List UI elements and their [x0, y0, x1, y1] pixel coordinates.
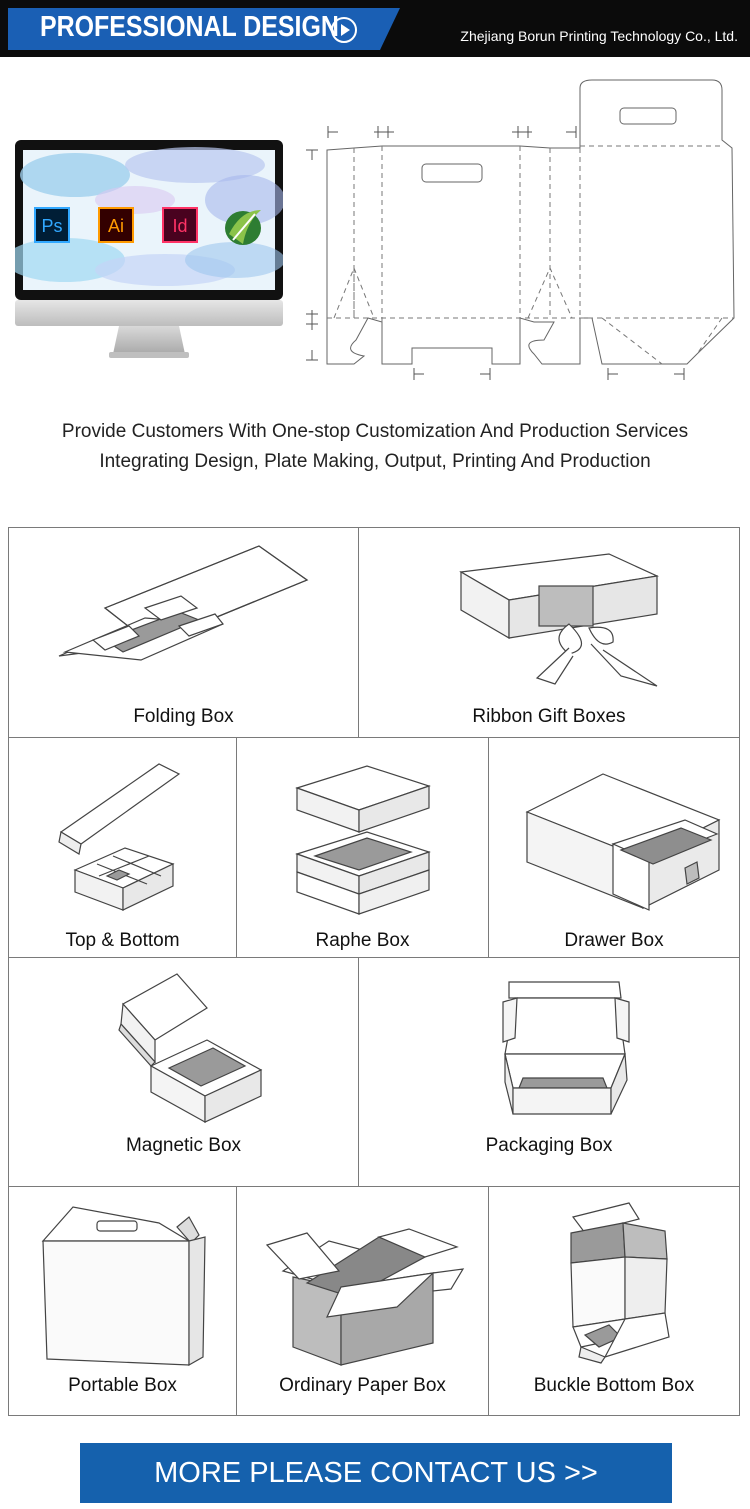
box-card-top-bottom[interactable]: Top & Bottom: [8, 737, 237, 958]
coreldraw-icon: [225, 210, 261, 245]
box-card-packaging[interactable]: Packaging Box: [358, 957, 740, 1187]
box-card-ordinary-paper[interactable]: Ordinary Paper Box: [236, 1186, 489, 1416]
tagline-line-2: Integrating Design, Plate Making, Output…: [99, 451, 651, 472]
page-title: PROFESSIONAL DESIGN: [40, 11, 339, 43]
play-circle-icon[interactable]: [330, 16, 358, 44]
packaging-box-illustration: [502, 981, 630, 1115]
svg-text:Id: Id: [172, 216, 187, 236]
box-label: Ribbon Gift Boxes: [472, 706, 626, 727]
tagline-line-1: Provide Customers With One-stop Customiz…: [61, 421, 689, 442]
header-title-banner: [8, 8, 400, 50]
box-label: Magnetic Box: [125, 1135, 242, 1156]
top-bottom-box-illustration: [58, 763, 181, 911]
ribbon-gift-box-illustration: [459, 553, 660, 687]
dieline-drawing: [306, 79, 735, 380]
contact-us-button[interactable]: MORE PLEASE CONTACT US >>: [80, 1443, 672, 1503]
magnetic-box-illustration: [118, 973, 263, 1124]
ordinary-paper-box-illustration: [265, 1228, 465, 1366]
buckle-bottom-box-illustration: [570, 1202, 670, 1364]
header-bar: PROFESSIONAL DESIGN Zhejiang Borun Print…: [0, 0, 750, 57]
monitor-illustration: Ps Ai Id: [15, 140, 283, 358]
box-label: Ordinary Paper Box: [279, 1375, 446, 1396]
box-label: Top & Bottom: [65, 930, 180, 951]
svg-text:Ai: Ai: [108, 216, 124, 236]
box-label: Portable Box: [68, 1375, 177, 1396]
raphe-box-illustration: [295, 765, 431, 915]
svg-text:Ps: Ps: [41, 216, 62, 236]
box-label: Folding Box: [133, 706, 234, 727]
box-card-raphe[interactable]: Raphe Box: [236, 737, 489, 958]
photoshop-icon: Ps: [34, 207, 70, 243]
box-card-drawer[interactable]: Drawer Box: [488, 737, 740, 958]
drawer-box-illustration: [525, 773, 721, 911]
box-label: Buckle Bottom Box: [533, 1375, 695, 1396]
box-label: Drawer Box: [564, 930, 664, 951]
box-label: Packaging Box: [485, 1135, 613, 1156]
box-card-magnetic[interactable]: Magnetic Box: [8, 957, 359, 1187]
company-name: Zhejiang Borun Printing Technology Co., …: [460, 28, 738, 44]
box-label: Raphe Box: [315, 930, 410, 951]
box-card-folding[interactable]: Folding Box: [8, 527, 359, 738]
box-card-portable[interactable]: Portable Box: [8, 1186, 237, 1416]
box-type-grid: Folding Box Ribbon Gift Boxes: [8, 527, 740, 1416]
indesign-icon: Id: [162, 207, 198, 243]
box-card-buckle-bottom[interactable]: Buckle Bottom Box: [488, 1186, 740, 1416]
folding-box-illustration: [58, 545, 309, 661]
portable-box-illustration: [41, 1206, 206, 1367]
box-card-ribbon-gift[interactable]: Ribbon Gift Boxes: [358, 527, 740, 738]
illustrator-icon: Ai: [98, 207, 134, 243]
